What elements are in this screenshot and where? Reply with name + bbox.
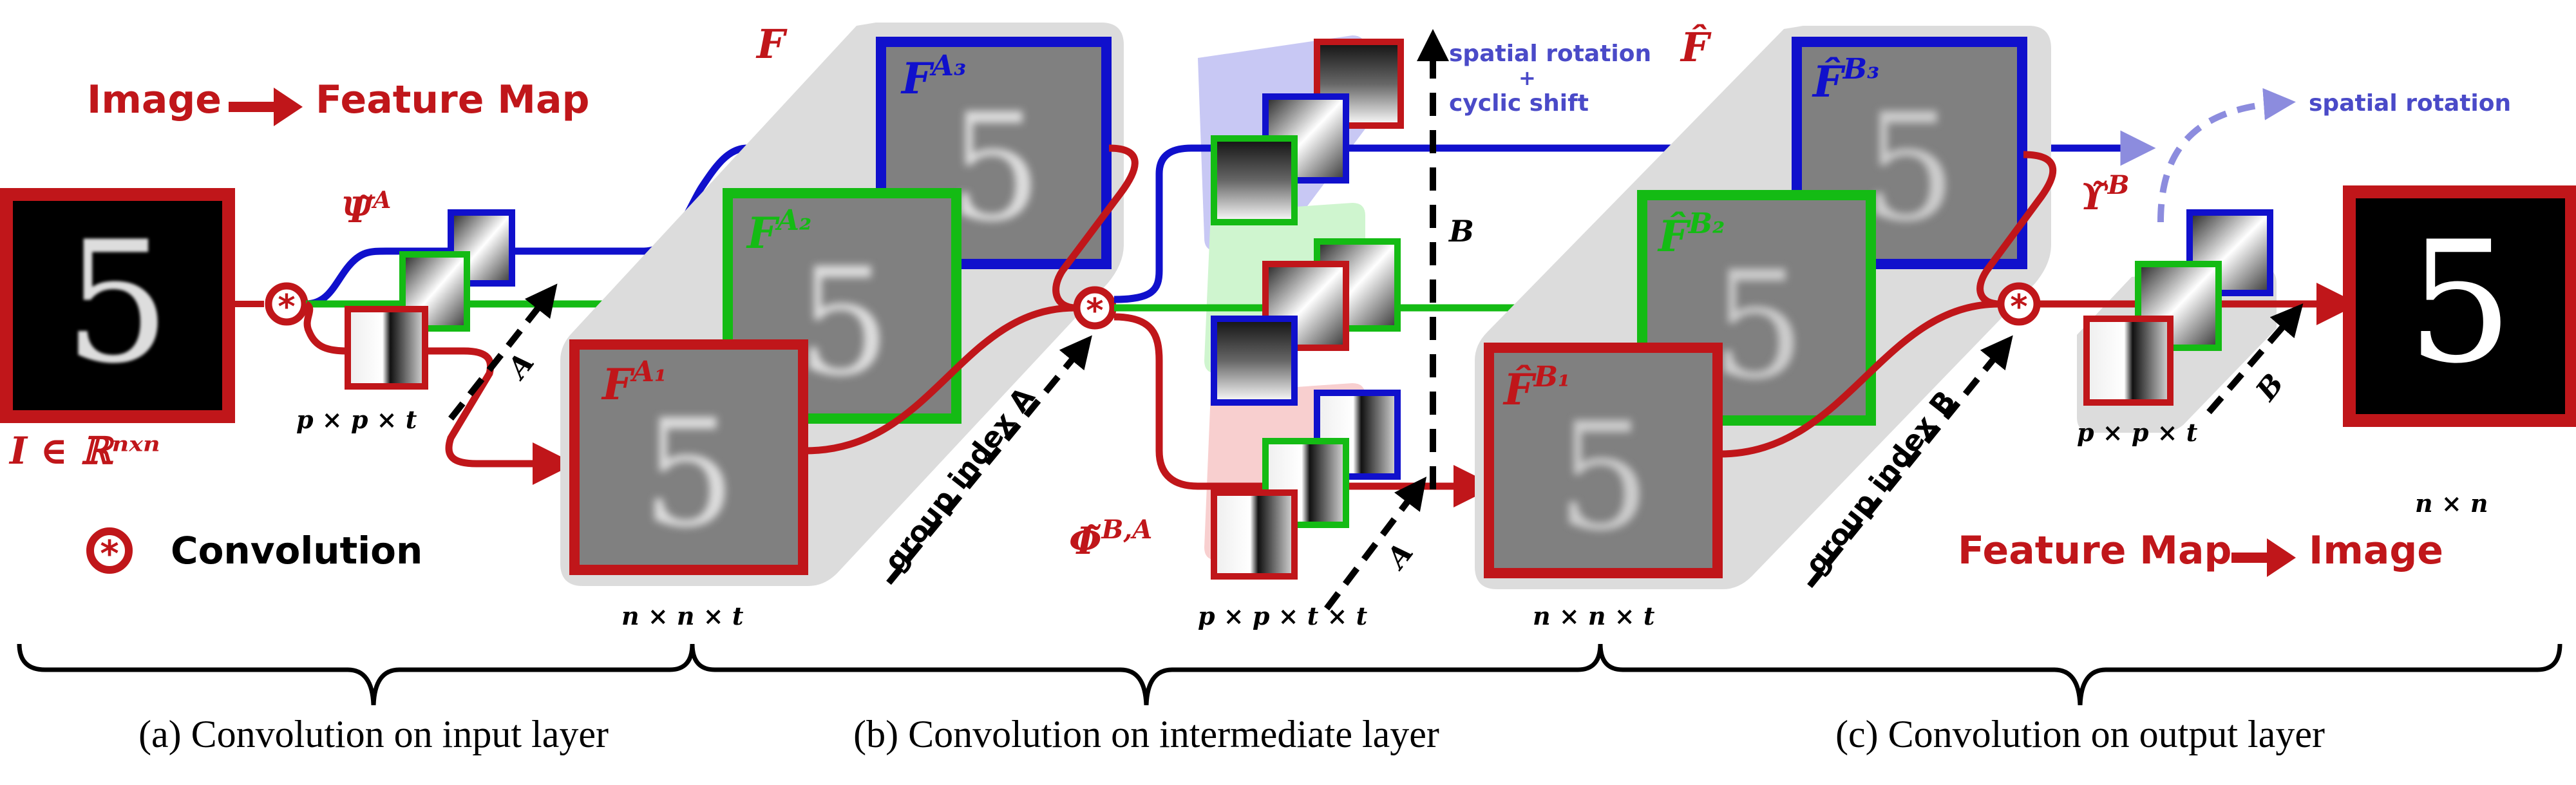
spatial-rotation-arrow <box>2157 88 2296 223</box>
input-digit: 5 <box>64 206 170 401</box>
feature-map-B1: 5 F̂B₁ <box>1484 343 1723 578</box>
F-label: F <box>755 21 788 68</box>
kernel-mid-dims: p × p × t × t <box>1198 601 1368 630</box>
input-image: 5 <box>0 188 235 423</box>
axis-b-out-arrow <box>2206 303 2304 415</box>
output-image: 5 <box>2343 185 2576 427</box>
convolution-operator-3: * <box>1997 282 2041 326</box>
group-index-A-arrow <box>886 335 1092 585</box>
FA3-label: FA₃ <box>900 50 966 104</box>
blue-path-b <box>1113 130 2156 303</box>
asterisk-icon: * <box>2010 288 2027 326</box>
convolution-operator-1: * <box>265 282 308 326</box>
feature-digit: 5 <box>1711 240 1805 412</box>
axis-b-out-label: B <box>2249 368 2290 408</box>
heading-image-word: Image <box>87 77 222 122</box>
asterisk-icon: * <box>100 533 118 575</box>
axis-a-mid-arrow <box>1324 477 1427 611</box>
convolution-legend: * Convolution <box>86 527 422 575</box>
feature-digit: 5 <box>642 388 736 560</box>
feature-digit: 5 <box>948 82 1042 254</box>
heading-feature-map-word: Feature Map <box>1958 528 2231 573</box>
phi-label: Φ̃B,A <box>1069 515 1152 563</box>
kernel-upsilon-3 <box>2186 209 2273 296</box>
feature-digit: 5 <box>1557 392 1651 563</box>
arrow-right-icon <box>229 88 303 126</box>
feature-A-dims: n × n × t <box>621 601 744 630</box>
heading-image-to-feature-map: Image Feature Map <box>87 77 589 126</box>
FB2-label: F̂B₂ <box>1657 207 1725 261</box>
FB3-label: F̂B₃ <box>1812 53 1879 107</box>
axis-b-vertical-label: B <box>1448 214 1474 249</box>
axis-a-label: A <box>500 346 541 386</box>
feature-B-dims: n × n × t <box>1533 601 1655 630</box>
input-space-label: I ∈ ℝⁿˣⁿ <box>8 429 160 473</box>
feature-digit: 5 <box>797 237 891 409</box>
F-hat-label: F̂ <box>1680 24 1712 71</box>
kernel-phi-b3-a1 <box>1314 39 1404 129</box>
spatial-rotation-cyclic-shift-note: spatial rotation + cyclic shift <box>1449 41 1651 117</box>
FA1-label: FA₁ <box>601 355 667 410</box>
axis-a-arrow <box>448 283 558 421</box>
note-line1: spatial rotation <box>1449 41 1651 67</box>
FA2-label: FA₂ <box>746 204 811 258</box>
feature-digit: 5 <box>1862 82 1956 254</box>
convolution-legend-label: Convolution <box>171 529 422 572</box>
convolution-operator-2: * <box>1073 286 1117 330</box>
feature-map-A1: 5 FA₁ <box>569 339 808 575</box>
kernel-upsilon-1 <box>2083 316 2174 406</box>
caption-a: (a) Convolution on input layer <box>138 713 609 755</box>
brace-b <box>690 643 1603 706</box>
output-dims: n × n <box>2415 489 2488 518</box>
kernel-phi-b1-a1 <box>1211 489 1298 580</box>
feature-map-B2: 5 F̂B₂ <box>1637 190 1876 426</box>
upsilon-label: ϒ̃B <box>2080 170 2130 218</box>
kernel-out-dims: p × p × t <box>2077 418 2198 447</box>
arrow-right-icon <box>2231 538 2296 577</box>
asterisk-icon: * <box>1086 292 1103 330</box>
kernel-psi-1 <box>345 306 428 390</box>
note-line2: cyclic shift <box>1449 90 1589 117</box>
note-plus: + <box>1519 66 1536 90</box>
psi-label: Ψ̃A <box>341 187 391 231</box>
output-digit: 5 <box>2407 206 2513 401</box>
brace-a <box>17 643 695 706</box>
kernel-phi-b3-a2 <box>1211 135 1298 225</box>
spatial-rotation-label: spatial rotation <box>2309 90 2511 117</box>
heading-feature-map-word: Feature Map <box>316 77 589 122</box>
group-index-B-arrow <box>1807 335 2013 589</box>
red-path-a <box>303 301 575 485</box>
brace-c <box>1598 643 2562 706</box>
heading-feature-map-to-image: Feature Map Image <box>1958 528 2443 577</box>
caption-b: (b) Convolution on intermediate layer <box>853 713 1439 755</box>
feature-map-A3: 5 FA₃ <box>876 37 1112 269</box>
FB1-label: F̂B₁ <box>1502 361 1570 415</box>
section-braces <box>17 643 2562 706</box>
heading-image-word: Image <box>2309 528 2443 573</box>
asterisk-icon: * <box>278 288 295 326</box>
red-path-b <box>1113 313 1496 507</box>
kernel-in-dims: p × p × t <box>296 405 417 434</box>
caption-c: (c) Convolution on output layer <box>1835 713 2325 755</box>
kernel-phi-b2-a3 <box>1211 316 1298 406</box>
axis-a-mid-label: A <box>1379 536 1420 576</box>
